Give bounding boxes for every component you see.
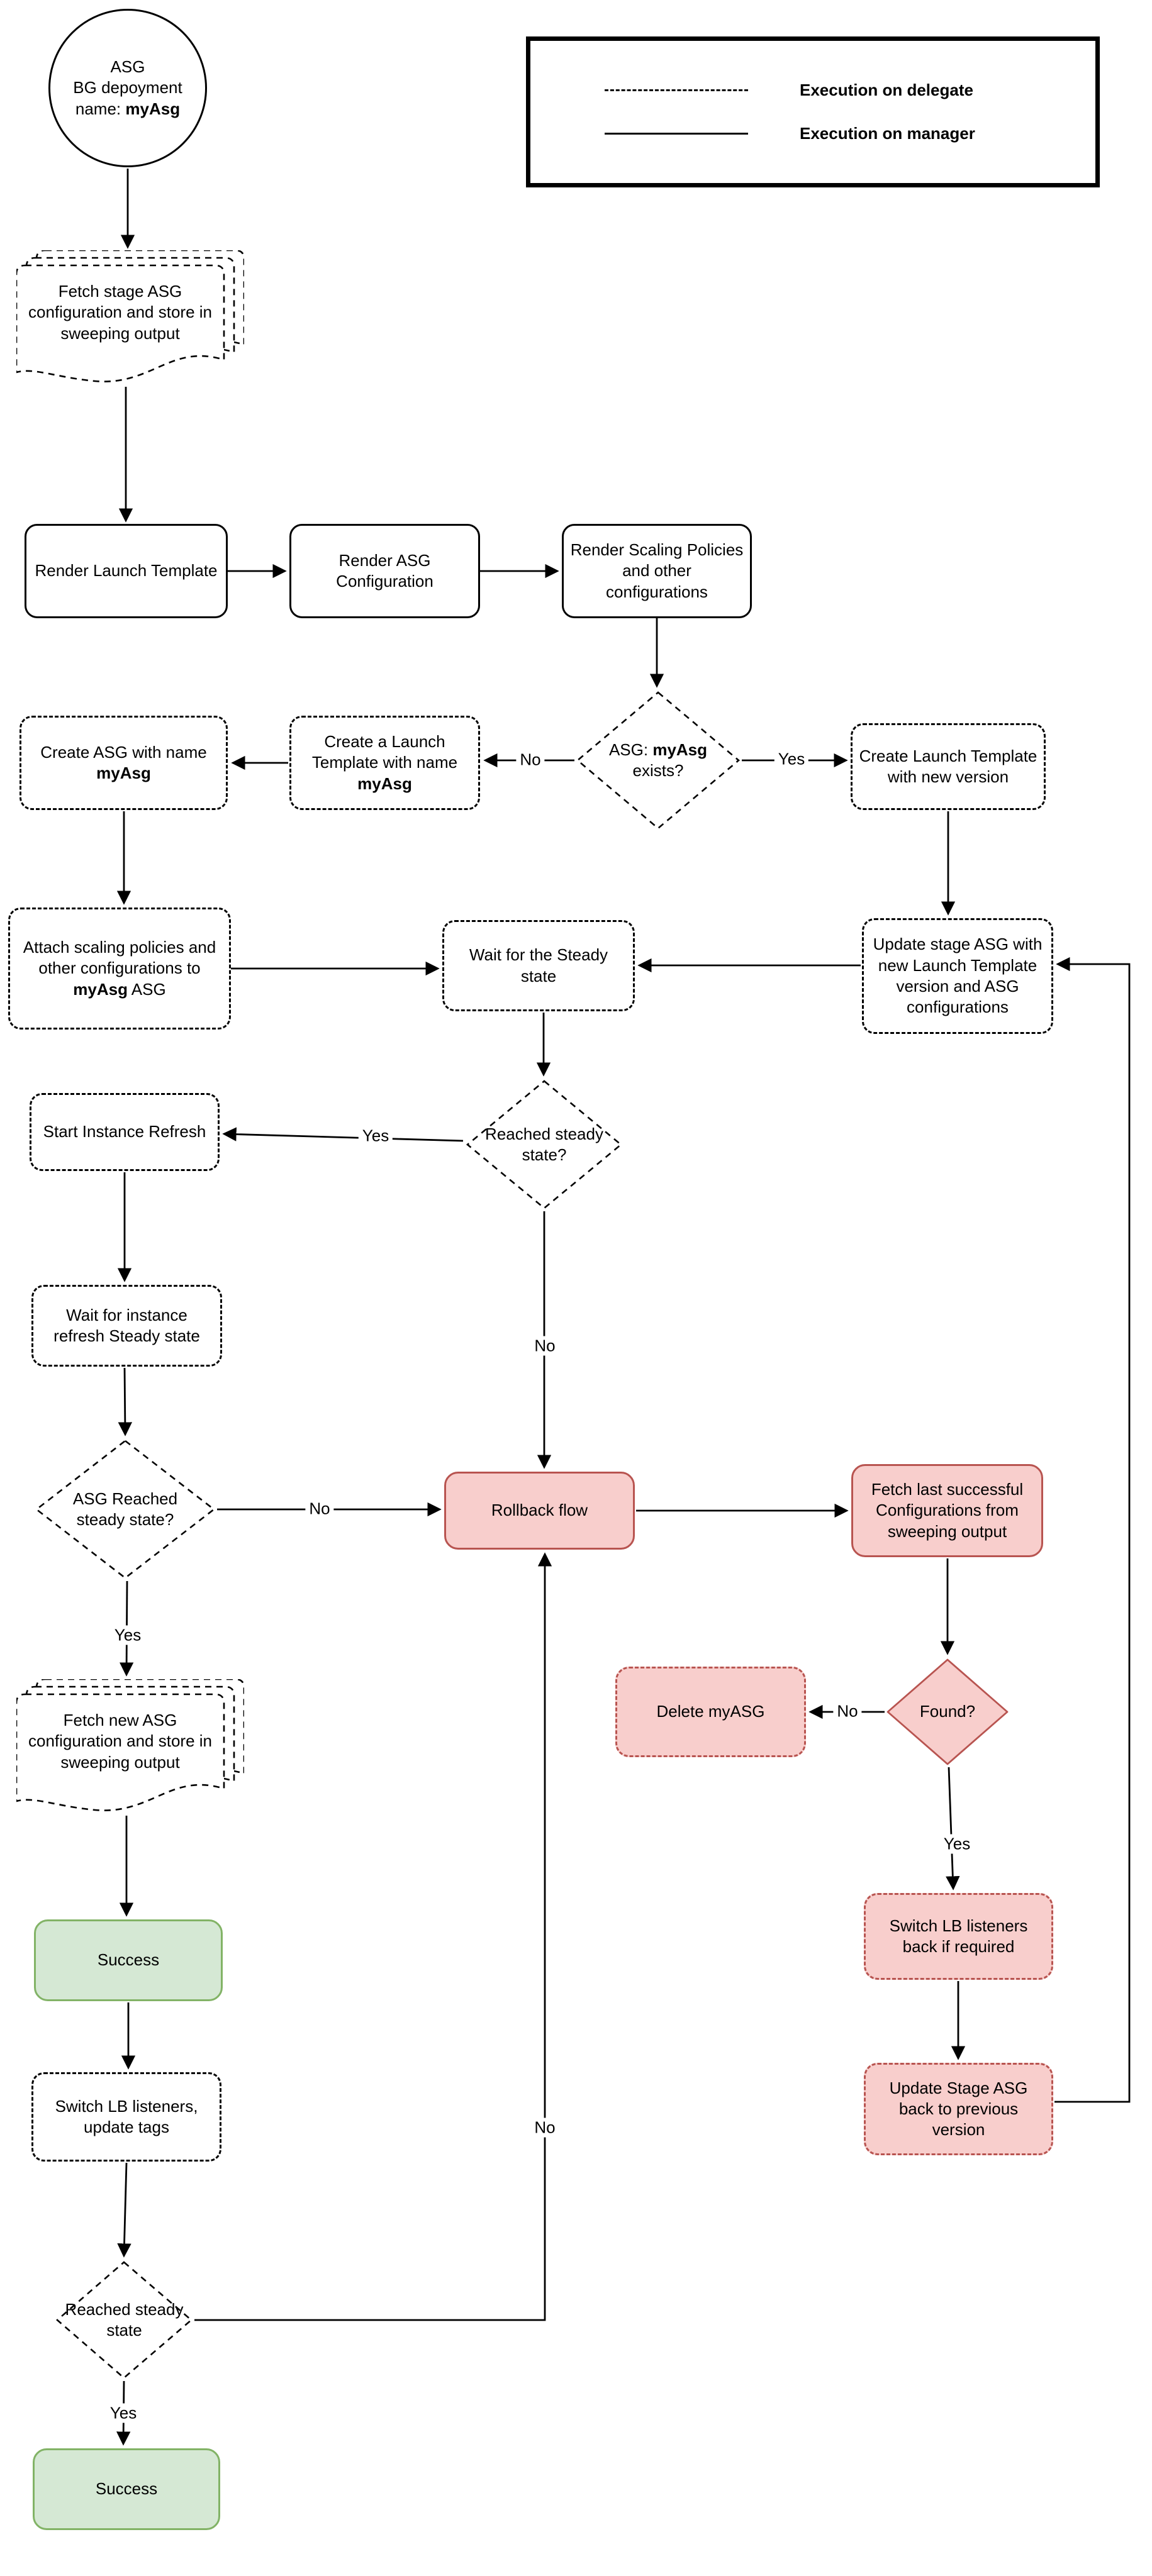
render-launch-template-node: Render Launch Template (25, 524, 228, 618)
reached-steady-state-2-decision: Reached steady state (55, 2260, 193, 2380)
start-line-3: name: myAsg (75, 99, 181, 118)
edge-label-reached2-no: No (530, 2118, 559, 2138)
edge-label-found-yes: Yes (939, 1834, 975, 1854)
edge-label-asg-reached-yes: Yes (110, 1625, 145, 1645)
dashed-line-sample (605, 89, 748, 91)
start-line-2: BG depoyment (73, 78, 182, 97)
success-node-2: Success (33, 2448, 220, 2530)
update-stage-asg-node: Update stage ASG with new Launch Templat… (862, 918, 1053, 1034)
wait-instance-refresh-node: Wait for instance refresh Steady state (31, 1285, 222, 1367)
legend-row-manager: Execution on manager (605, 124, 1095, 143)
edge-label-found-no: No (833, 1701, 862, 1721)
wait-steady-state-node: Wait for the Steady state (442, 920, 635, 1011)
delete-myasg-node: Delete myASG (615, 1667, 806, 1757)
update-stage-back-node: Update Stage ASG back to previous versio… (864, 2063, 1053, 2155)
fetch-stage-config-label: Fetch stage ASG configuration and store … (28, 282, 212, 343)
edge-label-asg-exists-no: No (516, 750, 545, 770)
switch-lb-back-node: Switch LB listeners back if required (864, 1893, 1053, 1980)
legend-box: Execution on delegate Execution on manag… (526, 36, 1100, 187)
edge-label-asg-exists-yes: Yes (774, 749, 809, 769)
found-label: Found? (919, 1702, 976, 1721)
edge-label-asg-reached-no: No (305, 1499, 334, 1519)
attach-scaling-policies-node: Attach scaling policies and other config… (8, 908, 231, 1030)
edge-label-reached1-yes: Yes (358, 1126, 393, 1146)
rollback-flow-node: Rollback flow (444, 1472, 635, 1550)
found-decision: Found? (886, 1658, 1009, 1766)
fetch-new-config-node: Fetch new ASG configuration and store in… (16, 1679, 244, 1814)
success-node-1: Success (34, 1919, 223, 2001)
reached-steady-state-1-decision: Reached steady state? (466, 1079, 623, 1210)
render-scaling-policies-node: Render Scaling Policies and other config… (562, 524, 752, 618)
legend-label-delegate: Execution on delegate (800, 80, 973, 99)
switch-lb-listeners-node: Switch LB listeners, update tags (31, 2072, 221, 2162)
create-asg-node: Create ASG with name myAsg (20, 716, 228, 810)
start-line-1: ASG (110, 57, 145, 77)
start-instance-refresh-node: Start Instance Refresh (30, 1093, 220, 1171)
reached-steady-state-2-label: Reached steady state (65, 2299, 184, 2340)
create-launch-template-named-node: Create a Launch Template with name myAsg (289, 716, 480, 810)
edge-label-reached1-no: No (530, 1336, 559, 1356)
reached-steady-state-1-label: Reached steady state? (485, 1124, 603, 1164)
asg-exists-decision: ASG: myAsg exists? (576, 691, 741, 830)
create-launch-template-new-node: Create Launch Template with new version (851, 723, 1046, 810)
start-node: ASG BG depoyment name: myAsg (48, 9, 207, 167)
fetch-new-config-label: Fetch new ASG configuration and store in… (28, 1711, 212, 1772)
edge-label-reached2-yes: Yes (106, 2403, 141, 2423)
fetch-stage-config-node: Fetch stage ASG configuration and store … (16, 250, 244, 386)
asg-exists-label: ASG: myAsg exists? (608, 740, 708, 780)
render-asg-configuration-node: Render ASG Configuration (289, 524, 480, 618)
legend-row-delegate: Execution on delegate (605, 80, 1095, 100)
asg-reached-steady-decision: ASG Reached steady state? (35, 1439, 216, 1580)
asg-reached-steady-label: ASG Reached steady state? (72, 1489, 178, 1529)
fetch-last-config-node: Fetch last successful Configurations fro… (851, 1464, 1043, 1557)
solid-line-sample (605, 133, 748, 135)
legend-label-manager: Execution on manager (800, 124, 975, 143)
